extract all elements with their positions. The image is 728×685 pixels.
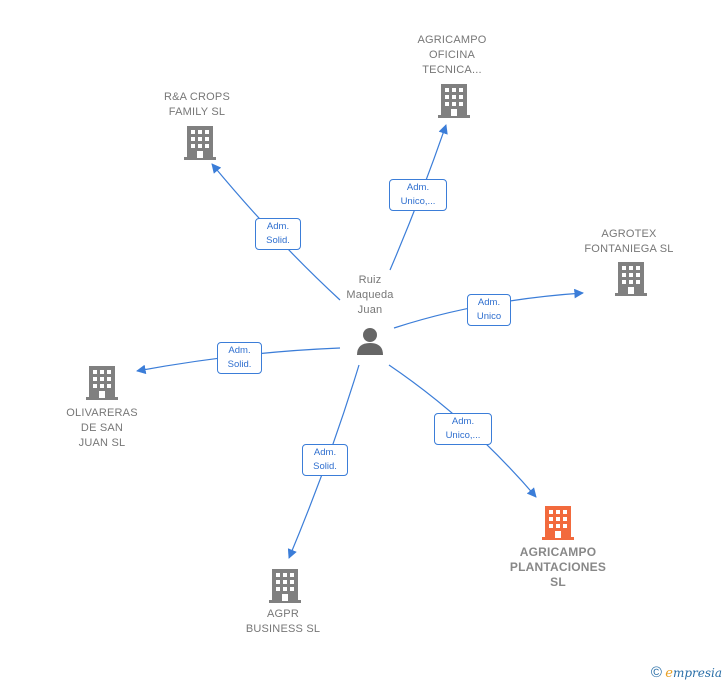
company-label: R&A CROPS FAMILY SL [164, 91, 230, 118]
center-person-label: Ruiz Maqueda Juan [346, 274, 394, 316]
building-icon[interactable] [184, 126, 216, 160]
building-icon[interactable] [438, 84, 470, 118]
building-icon[interactable] [615, 262, 647, 296]
company-node-agricampo-oficina[interactable]: AGRICAMPO OFICINA TECNICA... [400, 33, 504, 78]
edge-label-agricampo-plantaciones[interactable]: Adm. Unico,... [434, 413, 492, 445]
company-label: AGROTEX FONTANIEGA SL [584, 228, 674, 255]
edge-label-agpr[interactable]: Adm. Solid. [302, 444, 348, 476]
company-label: AGRICAMPO PLANTACIONES SL [509, 545, 607, 589]
company-node-agpr[interactable]: AGPR BUSINESS SL [230, 607, 336, 637]
building-icon[interactable] [269, 569, 301, 603]
copyright-icon: © [650, 664, 662, 681]
building-icon[interactable] [86, 366, 118, 400]
edge-label-ra-crops[interactable]: Adm. Solid. [255, 218, 301, 250]
company-node-ra-crops[interactable]: R&A CROPS FAMILY SL [140, 90, 254, 120]
empresia-logo: © empresia [651, 664, 722, 681]
center-person-node[interactable]: Ruiz Maqueda Juan [330, 273, 410, 356]
person-icon [357, 328, 383, 355]
logo-text: mpresia [672, 666, 722, 680]
edge-label-agricampo-oficina[interactable]: Adm. Unico,... [389, 179, 447, 211]
company-node-olivareras[interactable]: OLIVARERAS DE SAN JUAN SL [50, 406, 154, 451]
edge-label-olivareras[interactable]: Adm. Solid. [217, 342, 262, 374]
company-label: OLIVARERAS DE SAN JUAN SL [66, 407, 138, 449]
building-icon-highlighted[interactable] [542, 506, 574, 540]
company-node-agricampo-plantaciones[interactable]: AGRICAMPO PLANTACIONES SL [493, 545, 623, 590]
company-label: AGPR BUSINESS SL [245, 608, 321, 635]
company-node-agrotex[interactable]: AGROTEX FONTANIEGA SL [570, 227, 688, 257]
company-label: AGRICAMPO OFICINA TECNICA... [417, 34, 487, 76]
logo-e: e [665, 666, 673, 681]
edge-label-agrotex[interactable]: Adm. Unico [467, 294, 511, 326]
